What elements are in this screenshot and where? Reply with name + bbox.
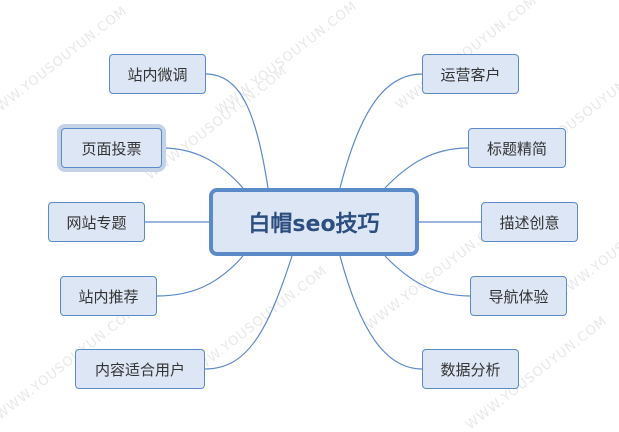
central-topic[interactable]: 白帽seo技巧 — [209, 188, 419, 256]
connector-line — [204, 73, 269, 189]
branch-node-left-2[interactable]: 页面投票 — [61, 128, 162, 168]
connector-line — [384, 147, 469, 189]
connector-line — [384, 255, 471, 297]
branch-node-right-1[interactable]: 运营客户 — [422, 54, 519, 94]
connector-line — [204, 255, 293, 370]
branch-node-right-5[interactable]: 数据分析 — [422, 349, 519, 389]
branch-node-right-4[interactable]: 导航体验 — [470, 276, 567, 316]
watermark-text: WWW.YOUSOUYUN.COM — [213, 0, 360, 118]
branch-node-right-2[interactable]: 标题精简 — [468, 128, 566, 168]
branch-node-left-3[interactable]: 网站专题 — [48, 202, 145, 242]
connector-line — [339, 255, 423, 370]
connector-line — [161, 147, 244, 189]
watermark-text: WWW.YOUSOUYUN.COM — [183, 264, 330, 384]
branch-node-left-5[interactable]: 内容适合用户 — [75, 349, 205, 389]
branch-node-left-4[interactable]: 站内推荐 — [60, 276, 157, 316]
connector-line — [339, 73, 423, 189]
branch-node-left-1[interactable]: 站内微调 — [109, 54, 206, 94]
branch-node-right-3[interactable]: 描述创意 — [481, 202, 578, 242]
connector-line — [156, 255, 244, 297]
